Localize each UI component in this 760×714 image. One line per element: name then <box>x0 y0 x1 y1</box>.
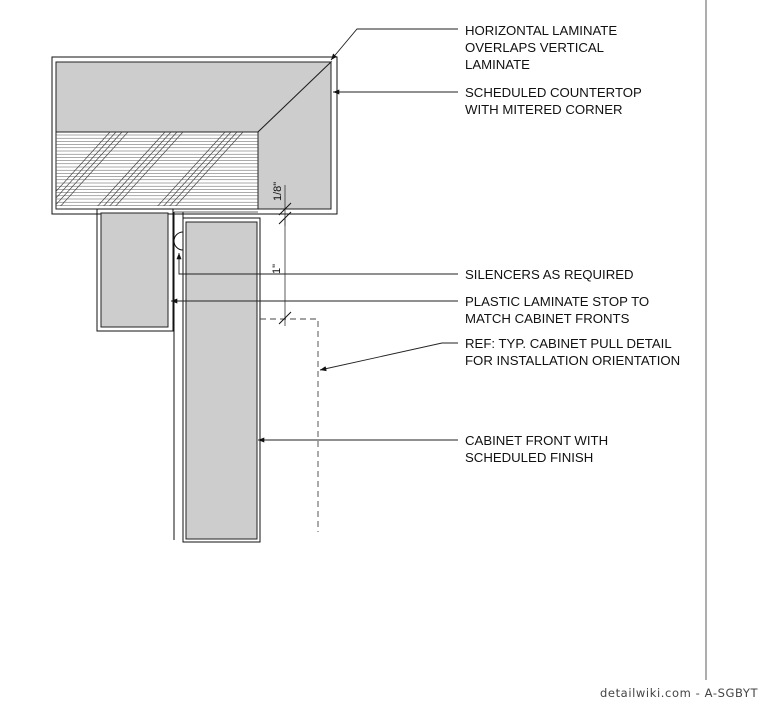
watermark-text: detailwiki.com - A-SGBYT <box>600 686 759 700</box>
cabinet-front-panel <box>185 221 258 540</box>
note-scheduled-countertop: SCHEDULED COUNTERTOP WITH MITERED CORNER <box>465 85 645 117</box>
hatch-line <box>94 131 166 206</box>
dimension-overlap: 1" <box>271 218 292 326</box>
note-cabinet-front: CABINET FRONT WITH SCHEDULED FINISH <box>465 433 612 465</box>
countertop <box>51 56 338 215</box>
substrate-core <box>55 131 259 210</box>
hatch-line <box>172 131 244 206</box>
substrate-diagonal-hatch <box>56 131 244 206</box>
note-laminate-stop: PLASTIC LAMINATE STOP TO MATCH CABINET F… <box>465 294 653 326</box>
leaders <box>171 28 458 443</box>
dimension-tick <box>278 202 292 216</box>
hatch-line <box>100 131 172 206</box>
stop-outline <box>96 208 174 332</box>
cabinet-front <box>173 211 261 543</box>
note-cabinet-pull-ref: REF: TYP. CABINET PULL DETAIL FOR INSTAL… <box>465 336 680 368</box>
countertop-outline <box>51 56 338 215</box>
leader-note3 <box>176 253 458 275</box>
hatch-line <box>56 131 117 206</box>
dimension-gap: 1/8" <box>272 182 292 226</box>
hatch-line <box>154 131 226 206</box>
cabinet-pull-dashed <box>260 318 319 532</box>
hatch-line <box>57 131 129 206</box>
hatch-line <box>106 131 178 206</box>
hatch-line <box>56 131 111 206</box>
note-horizontal-laminate: HORIZONTAL LAMINATE OVERLAPS VERTICAL LA… <box>465 23 621 72</box>
stop-panel <box>100 212 169 328</box>
leader-note5 <box>319 342 458 372</box>
hatch-line <box>160 131 232 206</box>
dimension-overlap-label: 1" <box>271 264 283 274</box>
hatch-line <box>112 131 184 206</box>
dimension-gap-label: 1/8" <box>272 182 284 201</box>
leader-note1 <box>330 28 458 61</box>
note-silencers: SILENCERS AS REQUIRED <box>465 267 634 282</box>
hatch-line <box>166 131 238 206</box>
dimension-tick <box>278 311 292 325</box>
laminate-stop <box>96 208 174 332</box>
silencer-bump <box>173 231 184 251</box>
hatch-line <box>56 131 123 206</box>
